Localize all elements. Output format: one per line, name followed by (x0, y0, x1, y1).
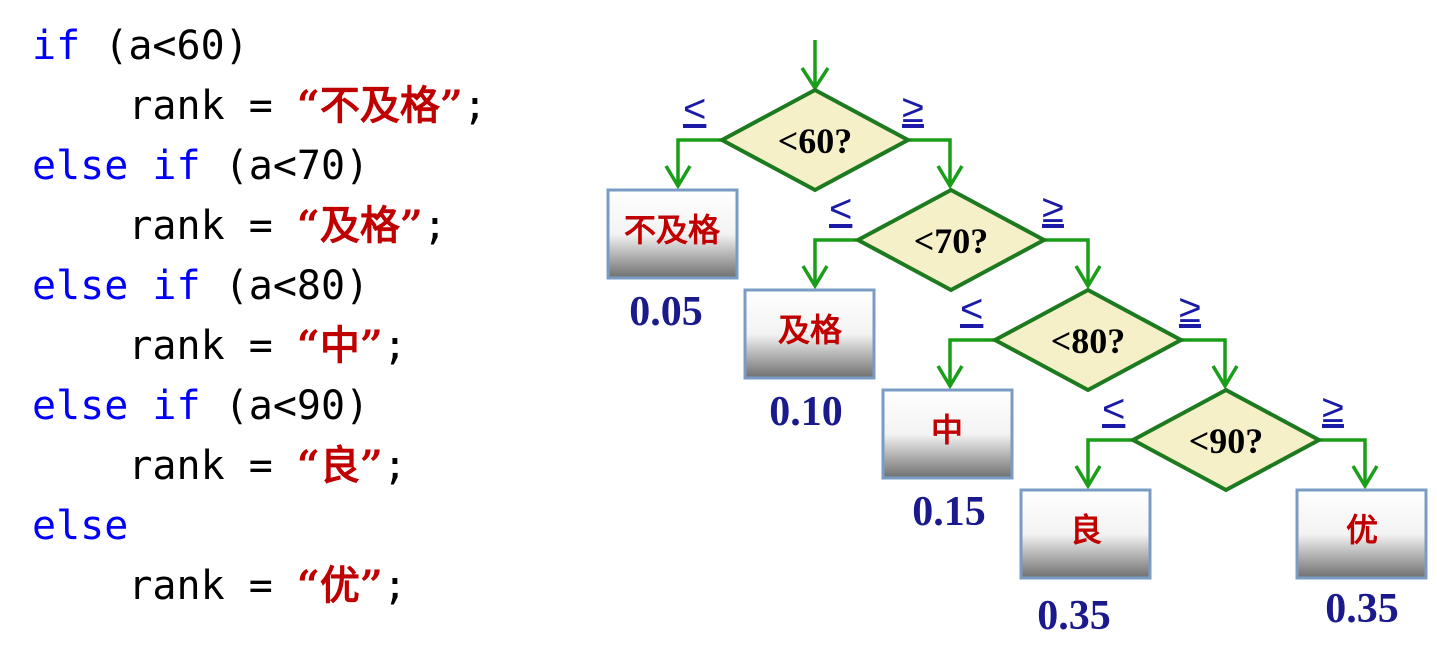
condition-label: <90? (1189, 421, 1264, 461)
string-literal: “不及格” (296, 82, 463, 129)
diamond-shape (717, 87, 913, 193)
string-literal: “优” (296, 562, 383, 609)
leaf-label: 良 (1070, 511, 1102, 549)
code-text: rank = (32, 83, 297, 129)
leaf-label: 及格 (778, 311, 843, 349)
leaf-label: 不及格 (624, 211, 721, 249)
keyword: if (32, 23, 81, 69)
code-line-8: rank = “良”; (32, 442, 407, 490)
code-line-9: else (32, 502, 128, 550)
branch-label-less: < (960, 287, 983, 331)
diamond-shape (1128, 387, 1324, 493)
leaf-pass: 及格 0.10 (743, 288, 876, 435)
leaf-probability: 0.35 (1325, 586, 1399, 632)
condition-label: <70? (914, 221, 989, 261)
leaf-fail: 不及格 0.05 (606, 188, 739, 335)
leaf-probability: 0.15 (912, 489, 986, 535)
keyword: else if (32, 143, 201, 189)
decision-node-70: <70? (853, 187, 1049, 293)
leaf-box (1019, 488, 1152, 580)
branch-label-less: < (829, 187, 852, 231)
connector-80-less (948, 338, 995, 385)
leaf-medium: 中 0.15 (881, 388, 1014, 535)
arrowhead-icon (664, 165, 692, 190)
code-line-6: rank = “中”; (32, 322, 407, 370)
code-line-3: else if (a<70) (32, 142, 369, 190)
decision-node-90: <90? (1128, 387, 1324, 493)
branch-label-less: < (1102, 387, 1125, 431)
leaf-probability: 0.35 (1037, 593, 1111, 639)
leaf-good: 良 0.35 (1019, 488, 1152, 639)
leaf-probability: 0.10 (769, 389, 843, 435)
leaf-box (1295, 488, 1428, 580)
code-text: rank = (32, 323, 297, 369)
connector-80-ge (1181, 338, 1227, 385)
code-text: ; (462, 83, 488, 129)
connectors (664, 138, 1379, 490)
code-line-5: else if (a<80) (32, 262, 369, 310)
connector-90-ge (1319, 438, 1367, 485)
leaf-label: 中 (931, 411, 963, 449)
leaf-box (881, 388, 1014, 480)
leaf-probability: 0.05 (629, 289, 703, 335)
branch-label-less: < (683, 87, 706, 131)
arrowhead-icon (1074, 465, 1102, 490)
code-panel: if (a<60) rank = “不及格”; else if (a<70) r… (0, 0, 600, 672)
code-line-1: if (a<60) (32, 22, 249, 70)
code-line-2: rank = “不及格”; (32, 82, 487, 130)
arrowhead-icon (1211, 365, 1239, 390)
connector-70-ge (1044, 238, 1090, 285)
code-text: (a<70) (200, 143, 370, 189)
diamond-shape (853, 187, 1049, 293)
connector-60-less (676, 138, 722, 185)
code-text: (a<80) (200, 263, 370, 309)
leaf-box (743, 288, 876, 380)
leaf-box (606, 188, 739, 280)
connector-60-ge (908, 138, 952, 185)
code-text: ; (382, 563, 408, 609)
string-literal: “及格” (296, 202, 423, 249)
string-literal: “中” (296, 322, 383, 369)
code-text: (a<60) (80, 23, 249, 69)
code-text: ; (382, 323, 408, 369)
arrowhead-icon (936, 365, 964, 390)
code-text: ; (382, 443, 408, 489)
arrowhead-icon (1351, 465, 1379, 490)
branch-label-ge: ≥ (1179, 287, 1201, 331)
condition-label: <60? (778, 121, 853, 161)
connector-90-less (1086, 438, 1133, 485)
keyword: else if (32, 263, 201, 309)
code-text: rank = (32, 203, 297, 249)
arrowhead-icon (936, 165, 964, 190)
condition-label: <80? (1051, 321, 1126, 361)
decision-node-80: <80? (990, 287, 1186, 393)
code-line-7: else if (a<90) (32, 382, 369, 430)
diamond-shape (990, 287, 1186, 393)
code-line-10: rank = “优”; (32, 562, 407, 610)
arrowhead-icon (801, 265, 829, 290)
code-text: rank = (32, 443, 297, 489)
string-literal: “良” (296, 442, 383, 489)
code-line-4: rank = “及格”; (32, 202, 447, 250)
leaf-excellent: 优 0.35 (1295, 488, 1428, 632)
keyword: else if (32, 383, 201, 429)
branch-label-ge: ≥ (1322, 387, 1344, 431)
code-text: rank = (32, 563, 297, 609)
arrowhead-icon (1074, 265, 1102, 290)
keyword: else (32, 503, 129, 549)
branch-label-ge: ≥ (1042, 187, 1064, 231)
connector-70-less (813, 238, 858, 285)
branch-label-ge: ≥ (902, 87, 924, 131)
code-text: ; (422, 203, 448, 249)
decision-node-60: <60? (717, 87, 913, 193)
code-text: (a<90) (200, 383, 370, 429)
leaf-label: 优 (1346, 511, 1378, 549)
